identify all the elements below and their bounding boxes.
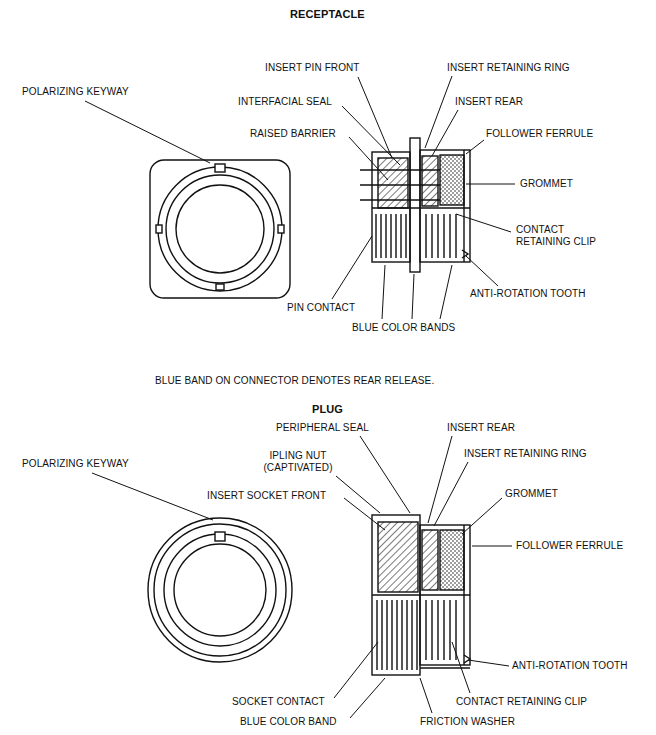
section-heading: RECEPTACLE	[290, 8, 365, 20]
part-label: ANTI-ROTATION TOOTH	[512, 660, 628, 672]
part-label: INTERFACIAL SEAL	[238, 96, 332, 108]
flange	[150, 160, 290, 298]
part-label: FOLLOWER FERRULE	[486, 128, 593, 140]
part-label: RAISED BARRIER	[250, 128, 336, 140]
part-label: BLUE COLOR BAND	[240, 716, 337, 728]
part-label: SOCKET CONTACT	[232, 696, 325, 708]
part-label: CONTACT RETAINING CLIP	[456, 696, 587, 708]
part-label: FRICTION WASHER	[420, 716, 515, 728]
part-label: BLUE BAND ON CONNECTOR DENOTES REAR RELE…	[155, 375, 434, 387]
part-label: POLARIZING KEYWAY	[22, 458, 129, 470]
part-label: PERIPHERAL SEAL	[276, 422, 369, 434]
part-label: INSERT RETAINING RING	[447, 62, 570, 74]
part-label: INSERT PIN FRONT	[265, 62, 360, 74]
part-label: CONTACT RETAINING CLIP	[516, 224, 604, 248]
part-label: INSERT REAR	[455, 96, 523, 108]
part-label: INSERT RETAINING RING	[464, 448, 587, 460]
part-label: POLARIZING KEYWAY	[22, 86, 129, 98]
part-label: FOLLOWER FERRULE	[516, 540, 623, 552]
part-label: GROMMET	[505, 488, 558, 500]
section-heading: PLUG	[312, 403, 343, 415]
part-label: PIN CONTACT	[287, 302, 355, 314]
part-label: INSERT SOCKET FRONT	[207, 490, 326, 502]
leader-lines	[85, 76, 515, 718]
part-label: GROMMET	[520, 178, 573, 190]
part-label: INSERT REAR	[447, 422, 515, 434]
part-label: IPLING NUT (CAPTIVATED)	[256, 450, 340, 474]
part-label: ANTI-ROTATION TOOTH	[470, 288, 586, 300]
part-label: BLUE COLOR BANDS	[352, 322, 455, 334]
